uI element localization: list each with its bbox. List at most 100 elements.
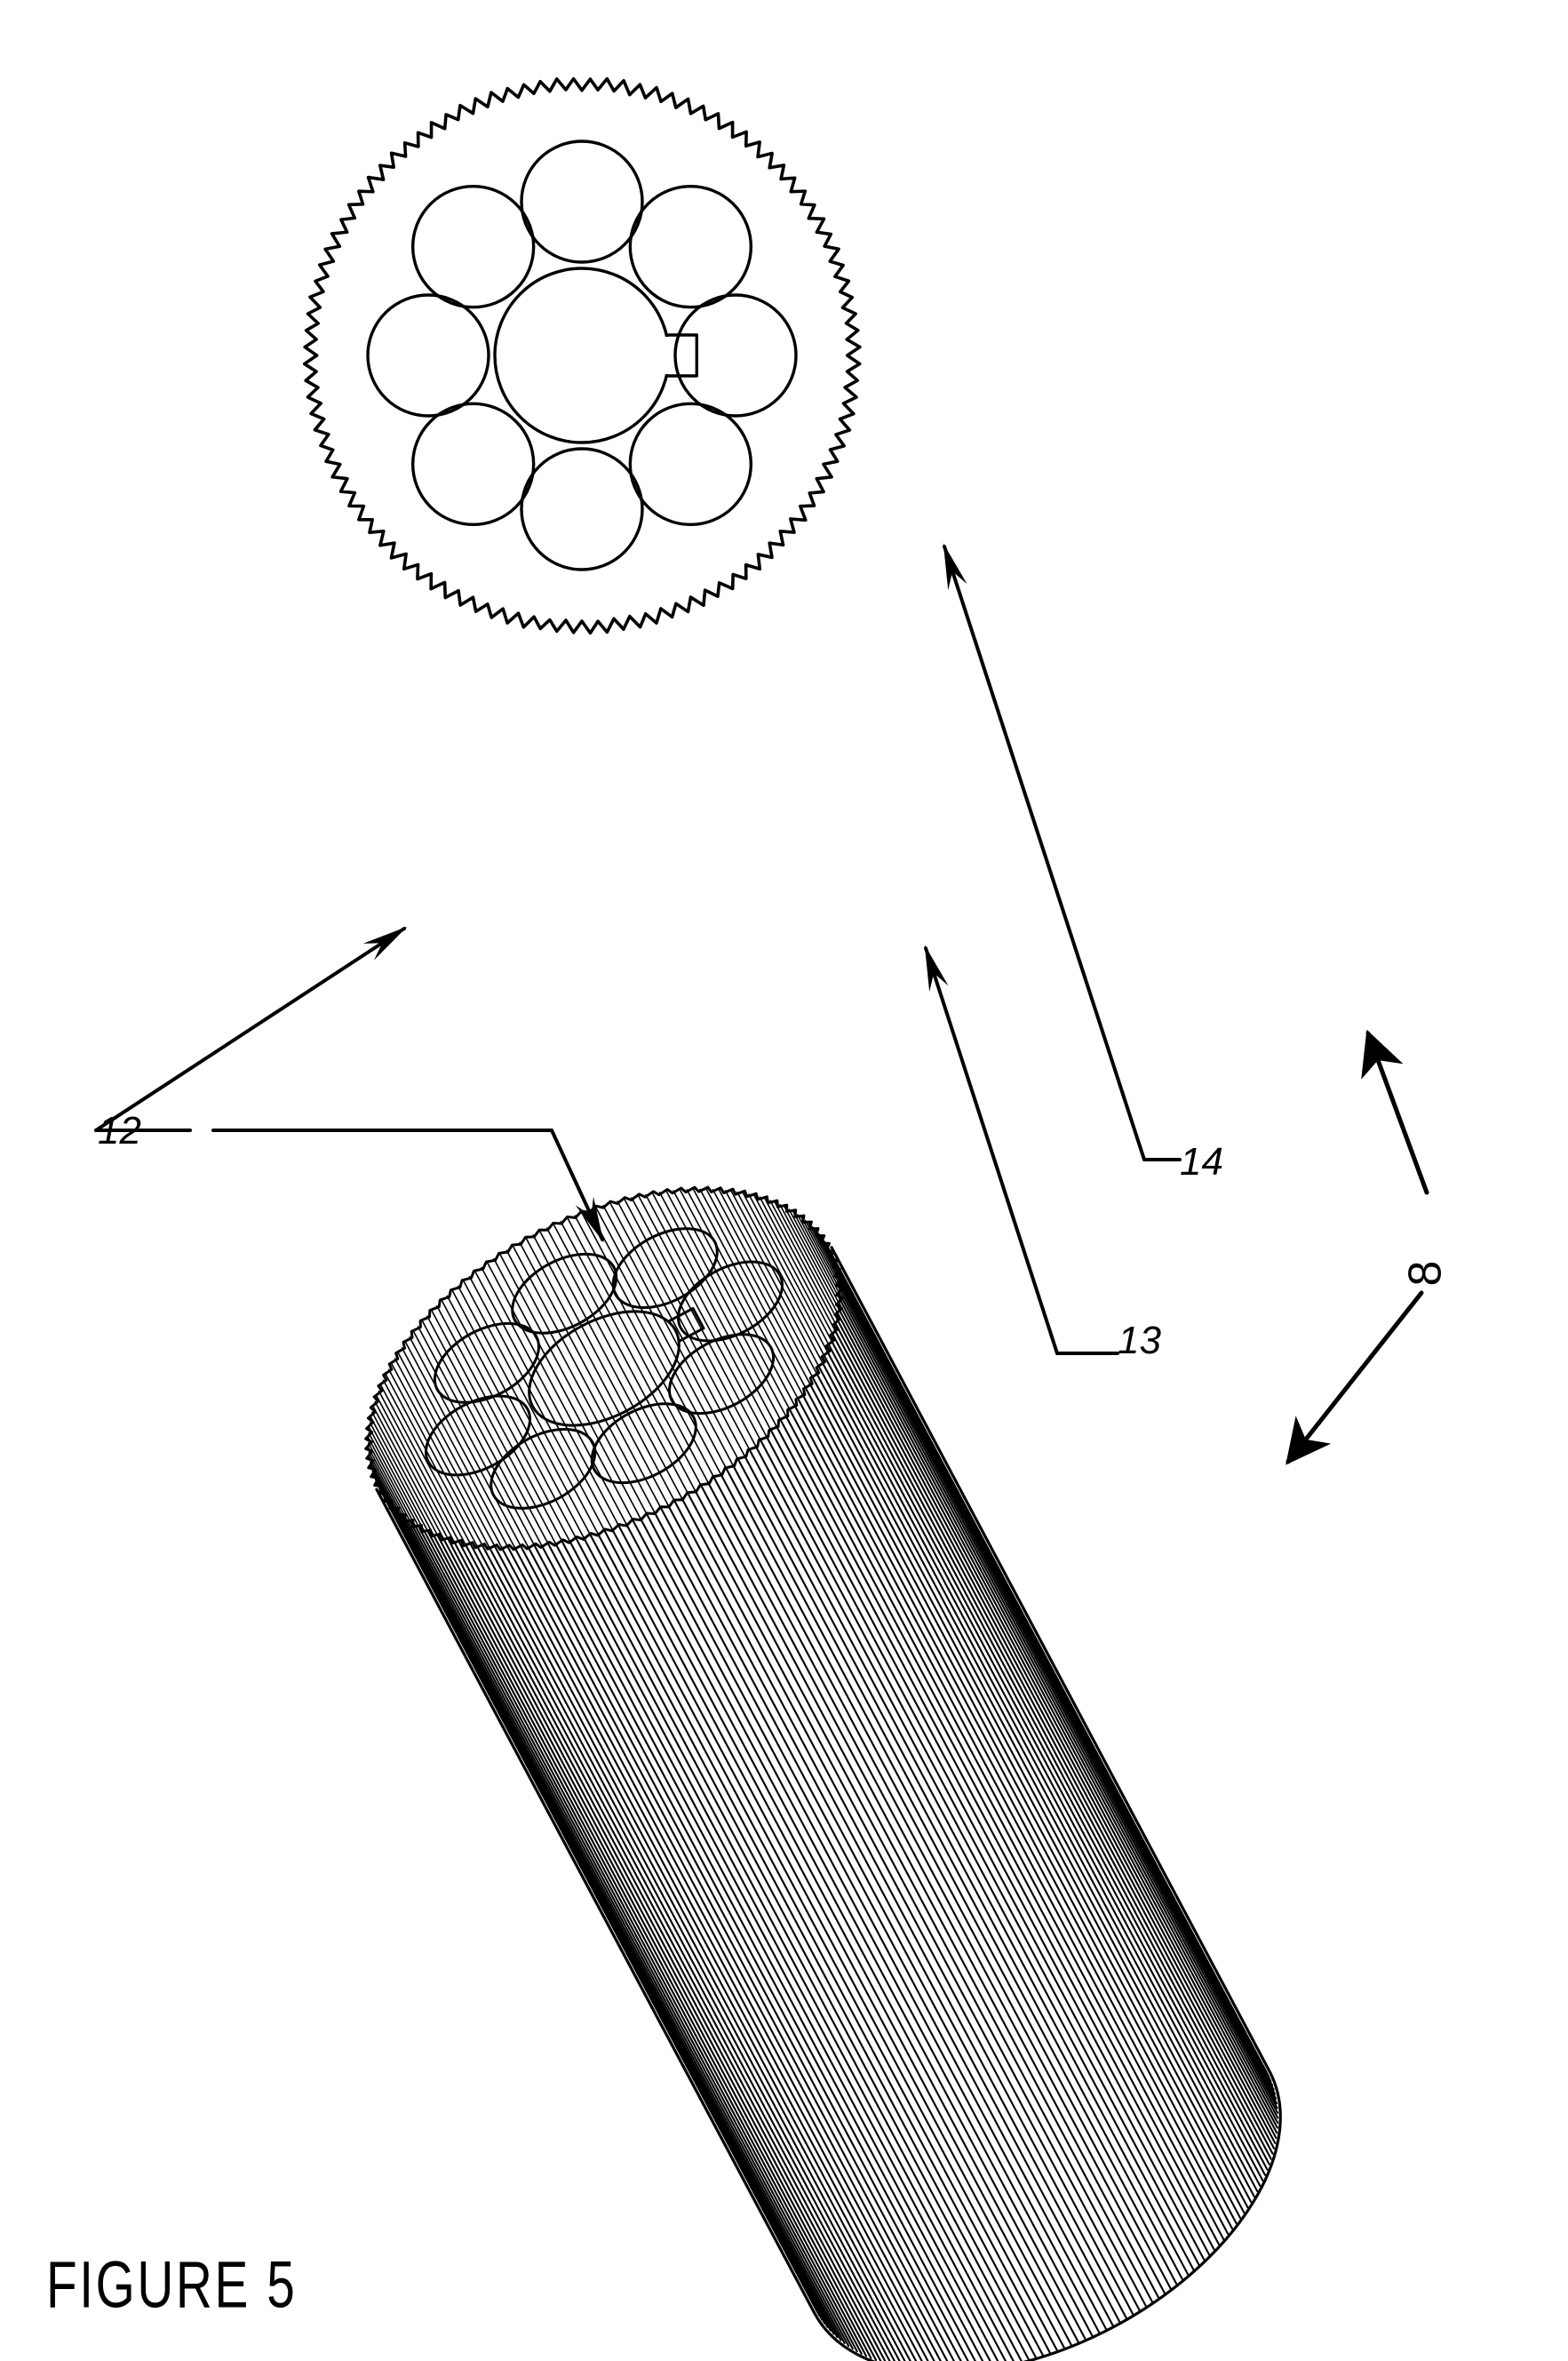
spline-line-back <box>811 1225 1252 2052</box>
spline-line-back <box>499 1254 939 2079</box>
end-face-through-hole <box>511 1252 618 1335</box>
spline-line-back <box>421 1320 862 2146</box>
end-face-through-hole <box>433 1321 540 1404</box>
spline-line-back <box>815 1229 1254 2055</box>
spline-line-back <box>380 1384 820 2211</box>
leader-14-to-keyway <box>943 543 1146 1161</box>
spline-line-back <box>417 1326 857 2151</box>
spline-line-back <box>370 1416 810 2243</box>
spline-line-back <box>686 1189 1126 2014</box>
end-face-teeth-outline <box>364 1185 844 1551</box>
spline-line-back <box>588 1209 1028 2036</box>
center-bore-circle <box>493 267 671 444</box>
spline-line-back <box>796 1214 1237 2039</box>
spline-line-back <box>446 1295 887 2121</box>
end-face-hole-group <box>424 1227 784 1510</box>
through-hole <box>520 447 644 571</box>
spline-line-back <box>617 1200 1056 2026</box>
spline-line-back <box>574 1215 1014 2041</box>
spline-line-back <box>519 1241 959 2068</box>
spline-line-back <box>368 1447 808 2273</box>
through-hole <box>628 184 753 309</box>
through-hole <box>673 293 798 418</box>
spline-line-back <box>769 1200 1209 2026</box>
spline-line-back <box>387 1368 828 2195</box>
spline-line-back <box>401 1347 841 2173</box>
spline-line-back <box>774 1201 1214 2028</box>
spline-line-back <box>369 1461 809 2287</box>
spline-line-back <box>370 1465 810 2292</box>
spline-line-back <box>665 1191 1106 2016</box>
spline-line-back <box>804 1219 1245 2046</box>
spline-line-back <box>532 1234 972 2060</box>
spline-line-back <box>487 1262 927 2088</box>
spline-line-back <box>368 1427 808 2253</box>
keyway-mask <box>664 337 700 374</box>
spline-line-back <box>792 1211 1232 2037</box>
through-hole <box>366 293 490 418</box>
spline-line-back <box>457 1285 897 2111</box>
spline-line <box>513 1546 949 2361</box>
spline-line-back <box>553 1224 993 2050</box>
spline-line-back <box>560 1221 1000 2046</box>
through-hole <box>410 184 536 309</box>
spline-line-back <box>512 1245 952 2071</box>
spline-line-back <box>385 1374 825 2200</box>
spline-line-back <box>800 1216 1241 2043</box>
spline-line-back <box>718 1189 1158 2015</box>
spline-line-back <box>567 1217 1007 2044</box>
spline-line-back <box>748 1193 1188 2019</box>
spline-line-back <box>808 1223 1248 2048</box>
perspective-view-splined-roller <box>364 1185 1282 2361</box>
spline-line-back <box>699 1188 1139 2014</box>
keyway-notch <box>665 333 698 378</box>
spline-line-back <box>658 1192 1099 2017</box>
spline-line-back <box>631 1197 1071 2022</box>
end-face-center-bore <box>528 1310 681 1427</box>
spline-line-back <box>369 1422 809 2247</box>
spline-line-back <box>581 1212 1021 2038</box>
spline-line-back <box>736 1191 1176 2017</box>
spline-line-back <box>378 1390 818 2216</box>
spline-line-back <box>712 1188 1152 2014</box>
spline-line-back <box>426 1315 866 2142</box>
spline-line-back <box>368 1451 808 2277</box>
leader-12-to-roller-splines-diagonal <box>550 1129 604 1243</box>
through-hole <box>520 140 644 264</box>
dimension-arrow-8-lower <box>1285 1290 1424 1465</box>
through-hole <box>628 402 753 527</box>
spline-line-back <box>673 1190 1112 2015</box>
spline-line-back <box>764 1198 1204 2024</box>
spline-line-back <box>371 1411 811 2237</box>
spline-line-back <box>474 1271 914 2097</box>
spline-line-back <box>753 1194 1193 2021</box>
end-face-through-hole <box>490 1427 597 1510</box>
spline-line-back <box>742 1192 1182 2018</box>
spline-line-back <box>367 1441 808 2268</box>
spline-line-back <box>391 1363 831 2189</box>
end-face-through-hole <box>590 1402 697 1485</box>
spline-line-back <box>441 1300 881 2126</box>
end-face-through-hole <box>424 1394 532 1477</box>
roller-spline-lines <box>367 1188 1279 2361</box>
end-face-keyway-notch <box>666 1306 705 1344</box>
spline-line-back <box>692 1188 1133 2014</box>
roller-body-outline <box>375 1246 1282 2361</box>
spline-line-back <box>368 1437 808 2263</box>
spline-line-back <box>397 1352 838 2178</box>
spline-line-back <box>481 1266 920 2093</box>
spline-line-back <box>779 1203 1219 2030</box>
spline-line-back <box>394 1358 834 2183</box>
spline-line-back <box>817 1232 1258 2059</box>
leader-12-to-gear-teeth-diagonal <box>94 926 408 1132</box>
end-face-through-hole <box>668 1333 776 1416</box>
spline-line-back <box>645 1193 1085 2020</box>
reference-numeral-13: 13 <box>1118 1319 1161 1362</box>
spline-line-back <box>638 1195 1078 2022</box>
spline-line-back <box>595 1207 1035 2033</box>
dimension-arrow-8-upper <box>1361 1029 1429 1195</box>
spline-line-back <box>602 1204 1042 2030</box>
plan-view-toothed-disc <box>302 76 862 635</box>
spline-line-back <box>784 1206 1223 2032</box>
